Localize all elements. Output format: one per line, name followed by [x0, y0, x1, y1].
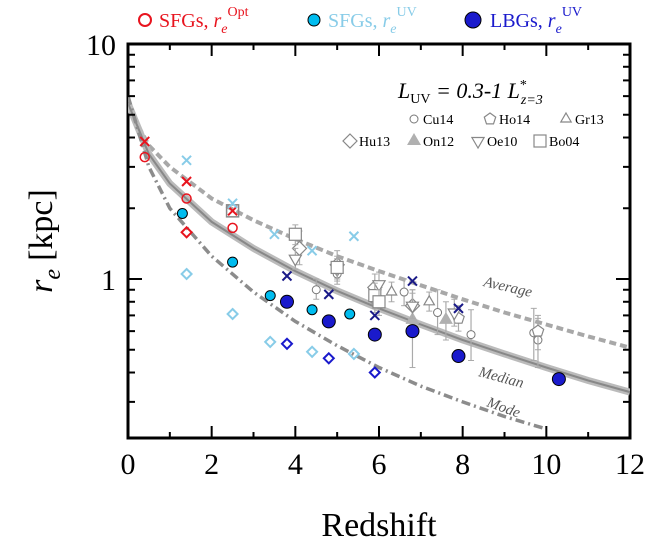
series-0-point — [139, 151, 150, 163]
axis-tick-labels: 0 2 4 6 8 10 12 1 10 — [86, 29, 645, 481]
lit-point-square — [372, 295, 386, 309]
series-0-point — [181, 193, 192, 204]
series-4-point — [269, 229, 280, 240]
curve-label-average: Average — [481, 274, 534, 301]
legend-text-sfgs-opt: SFGs, reOpt — [159, 5, 249, 37]
series-5-point — [176, 207, 188, 219]
series-1-point — [139, 136, 150, 147]
series-6-point — [180, 267, 194, 281]
series-9-point — [322, 351, 336, 365]
series-1-point — [181, 176, 192, 187]
series-3-point — [225, 204, 240, 218]
legend-symbol-on12 — [407, 133, 421, 145]
series-7-point — [323, 289, 335, 300]
x-tick-label: 8 — [455, 448, 470, 481]
series-4-point — [227, 198, 238, 209]
series-4-point — [181, 155, 192, 166]
x-axis-title: Redshift — [321, 507, 437, 544]
series-6-point — [305, 345, 319, 359]
x-tick-label: 12 — [615, 448, 645, 481]
series-6-point — [347, 347, 361, 361]
legend-marker-sfgs-opt — [138, 13, 152, 27]
lit-point-triangle-up — [422, 294, 436, 306]
series-7-point — [281, 270, 293, 282]
curve-label-median: Median — [476, 364, 525, 392]
legend-text-sfgs-uv: SFGs, reUV — [328, 5, 417, 37]
series-8-point — [367, 327, 382, 342]
series-0-point — [227, 222, 238, 234]
lit-point-triangle-down — [288, 254, 303, 267]
legend-symbol-cu14 — [409, 114, 419, 124]
lit-point-square — [288, 227, 302, 241]
series-6-point — [226, 307, 240, 321]
lit-point-circle — [466, 330, 476, 340]
legend-label-oe10: Oe10 — [487, 135, 517, 150]
series-6-point — [263, 335, 277, 349]
series-5-point — [306, 304, 318, 316]
y-axis-title: re[kpc] — [23, 189, 66, 293]
lit-point-triangle-down — [405, 301, 420, 314]
series-1-point — [227, 205, 238, 217]
lit-point-circle — [311, 285, 321, 295]
y-tick-label: 10 — [86, 29, 116, 62]
series-7-point — [453, 303, 464, 314]
legend-marker-sfgs-uv — [307, 13, 321, 27]
series-5-point — [227, 256, 239, 268]
legend-symbol-gr13 — [559, 111, 573, 123]
luminosity-range-label: LUV = 0.3-1 L*z=3 — [397, 78, 543, 108]
legend-label-hu13: Hu13 — [359, 135, 390, 150]
series-7-point — [407, 275, 418, 287]
legend-text-lbgs-uv: LBGs, reUV — [490, 5, 582, 37]
lit-point-square — [330, 260, 344, 275]
lit-point-pentagon — [531, 324, 545, 337]
curve-mode — [128, 95, 547, 431]
series-8-point — [279, 294, 294, 309]
x-tick-label: 6 — [372, 448, 387, 481]
legend-label-on12: On12 — [423, 135, 454, 150]
series-9-point — [368, 366, 382, 379]
curve-average — [128, 105, 630, 350]
series-8-point — [405, 324, 420, 339]
legend-symbol-oe10 — [470, 136, 486, 150]
legend-marker-lbgs-uv — [464, 11, 482, 29]
series-7-point — [369, 310, 381, 321]
model-curves — [128, 95, 630, 431]
series-4-point — [348, 231, 360, 242]
y-tick-label: 1 — [101, 264, 116, 297]
series-2-point — [180, 225, 194, 239]
legend-label-ho14: Ho14 — [499, 113, 530, 128]
top-legend: SFGs, reOpt SFGs, reUV LBGs, reUV — [138, 5, 582, 37]
legend-label-bo04: Bo04 — [549, 135, 579, 150]
legend-label-gr13: Gr13 — [575, 113, 604, 128]
lit-point-circle — [433, 308, 443, 318]
series-8-point — [451, 349, 466, 364]
x-tick-label: 0 — [121, 448, 136, 481]
x-tick-label: 10 — [531, 448, 561, 481]
legend-label-cu14: Cu14 — [423, 113, 453, 128]
series-5-point — [344, 308, 356, 320]
legend-symbol-bo04 — [533, 134, 547, 148]
x-tick-label: 2 — [204, 448, 219, 481]
curve-median — [128, 102, 630, 394]
series-8-point — [551, 372, 566, 387]
lit-point-triangle-down — [447, 308, 462, 321]
series-8-point — [321, 314, 336, 329]
legend-symbol-hu13 — [342, 133, 358, 149]
lit-point-circle — [399, 287, 409, 297]
lit-point-triangle-filled — [439, 311, 453, 324]
lit-point-triangle-up — [385, 284, 398, 296]
data-points — [139, 136, 566, 387]
legend-symbol-ho14 — [483, 112, 497, 125]
series-9-point — [280, 337, 294, 351]
axis-ticks — [127, 43, 631, 438]
x-tick-label: 4 — [288, 448, 303, 481]
series-4-point — [306, 245, 318, 256]
series-5-point — [264, 290, 276, 302]
